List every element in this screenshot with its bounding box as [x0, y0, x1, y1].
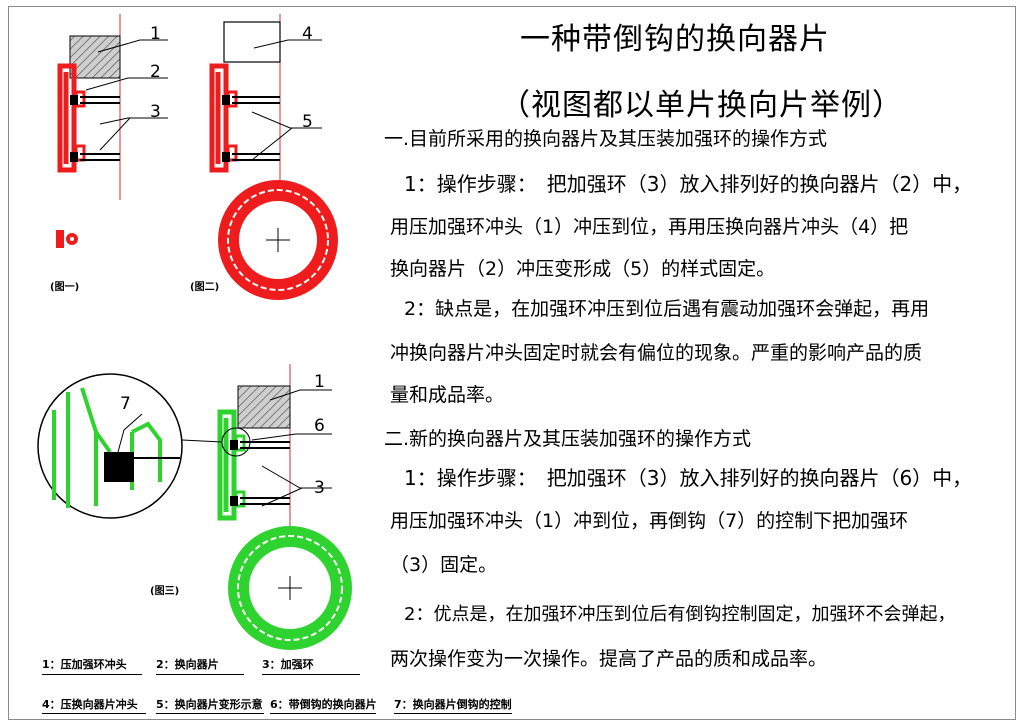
section-1-step-line-1: 1：操作步骤： 把加强环（3）放入排列好的换向器片（2）中， [404, 172, 973, 196]
part-number-6: 6 [314, 416, 325, 436]
leader-2 [85, 77, 168, 91]
legend-item-4: 4：压换向器片冲头 [42, 698, 138, 711]
punch-4 [223, 21, 281, 63]
section-1-step-line-2: 用压加强环冲头（1）冲压到位，再用压换向器片冲头（4）把 [390, 216, 909, 238]
commutator-segment-6 [217, 409, 237, 521]
ring-3-lower [70, 152, 78, 162]
drawing-frame [8, 6, 1016, 720]
part-number-5: 5 [302, 112, 313, 132]
leader-3b [99, 117, 131, 151]
legend-item-7: 7：换向器片倒钩的控制 [394, 698, 512, 711]
caption-fig2: (图二) [190, 282, 220, 293]
caption-fig3: (图三) [150, 586, 180, 597]
legend-underline-1 [42, 674, 142, 675]
part-number-7: 7 [120, 394, 131, 414]
part-number-3: 3 [150, 102, 161, 122]
section-1-step-line-3: 换向器片（2）冲压变形成（5）的样式固定。 [390, 258, 776, 280]
legend-underline-5 [156, 713, 264, 714]
caption-fig1: (图一) [50, 282, 80, 293]
legend-item-1: 1：压加强环冲头 [42, 658, 127, 671]
commutator-ring-green [228, 526, 352, 650]
part-number-4: 4 [302, 24, 313, 44]
punch-1-hatched-fig3 [237, 385, 291, 429]
leader-3-fig3a [261, 465, 332, 489]
legend-item-2: 2：换向器片 [156, 658, 219, 671]
figure-1 [56, 14, 168, 248]
leader-4 [253, 39, 322, 49]
leader-7 [117, 413, 143, 453]
page-title: 一种带倒钩的换向器片 [520, 22, 830, 57]
section-2-heading: 二.新的换向器片及其压装加强环的操作方式 [384, 428, 752, 450]
legend-underline-3 [262, 674, 360, 675]
ring-section-detail [104, 452, 134, 482]
punch-1-hatched [69, 35, 121, 79]
detail-view-7 [37, 373, 183, 519]
detail-link-line [181, 439, 223, 443]
part-number-3-fig3: 3 [314, 478, 325, 498]
legend-item-5: 5：换向器片变形示意 [156, 698, 263, 711]
figure-2 [209, 14, 322, 196]
ring-3-upper [70, 95, 78, 105]
page-subtitle: （视图都以单片换向片举例） [500, 88, 903, 123]
legend-underline-7 [394, 713, 512, 714]
section-1-drawback-line-1: 2：缺点是，在加强环冲压到位后遇有震动加强环会弹起，再用 [404, 298, 930, 320]
section-1-heading: 一.目前所采用的换向器片及其压装加强环的操作方式 [384, 128, 828, 150]
section-2-advantage-line-2: 两次操作变为一次操作。提高了产品的质和成品率。 [390, 648, 828, 670]
legend-item-3: 3：加强环 [262, 658, 314, 671]
legend-underline-2 [156, 674, 244, 675]
legend-underline-6 [270, 713, 376, 714]
legend-item-6: 6：带倒钩的换向器片 [270, 698, 377, 711]
section-1-drawback-line-2: 冲换向器片冲头固定时就会有偏位的现象。严重的影响产品的质 [390, 342, 923, 364]
section-2-advantage-line-1: 2：优点是，在加强环冲压到位后有倒钩控制固定，加强环不会弹起， [404, 604, 956, 625]
leader-5a [251, 111, 322, 129]
section-1-drawback-line-3: 量和成品率。 [390, 384, 505, 406]
part-number-1-fig3: 1 [314, 372, 325, 392]
leader-3-fig3b [261, 487, 303, 507]
figure-3 [181, 364, 332, 526]
section-2-step-line-2: 用压加强环冲头（1）冲到位，再倒钩（7）的控制下把加强环 [390, 510, 909, 532]
part-number-1: 1 [150, 24, 161, 44]
leader-3a [99, 117, 168, 125]
section-2-step-line-1: 1：操作步骤： 把加强环（3）放入排列好的换向器片（6）中， [404, 466, 973, 490]
section-2-step-line-3: （3）固定。 [390, 554, 498, 576]
part-number-2: 2 [150, 62, 161, 82]
legend-underline-4 [42, 713, 146, 714]
leader-5b [251, 127, 293, 161]
leader-1-fig3 [269, 389, 332, 401]
commutator-segment-2 [57, 63, 77, 173]
leader-6 [251, 433, 332, 441]
segment-profile-icon [56, 230, 78, 248]
commutator-segment-5 [209, 63, 229, 173]
commutator-ring-red [218, 180, 338, 300]
leader-1 [97, 39, 168, 53]
